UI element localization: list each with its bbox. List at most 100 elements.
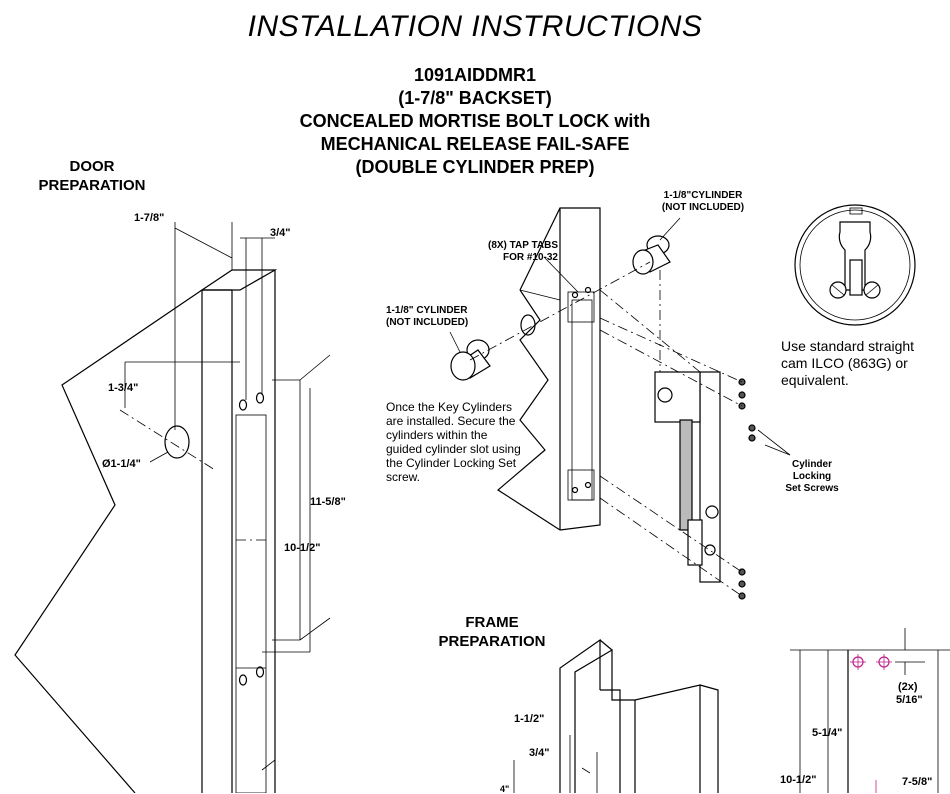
lock-faceplate [699,371,721,583]
align-line [599,289,701,373]
mortise-pocket [235,414,267,793]
strike-dim-ten-half: 10-1/2" [780,774,817,786]
door-prep-drawing [14,222,331,793]
model-number: 1091AIDDMR1 [413,65,537,85]
lock-lower-housing [687,519,703,566]
leader-cylinder-left [449,331,461,353]
lock-bolt [679,419,693,531]
dim-ext-line [299,354,331,381]
cam-screw-slot [831,284,845,296]
leader-set-screws [757,429,791,456]
page-title: INSTALLATION INSTRUCTIONS [247,10,703,43]
align-line [599,329,743,407]
faceplate-screw [738,592,746,600]
door-prep-heading-line2: PREPARATION [38,177,146,194]
align-line [599,317,743,383]
cam-notch [849,207,863,215]
dim-hole-diameter-label: Ø1-1/4" [102,458,141,470]
dim-three-quarter-label: 3/4" [270,227,291,239]
faceplate-screw [738,391,746,399]
assembly-cylinder-hole [520,314,536,336]
frame-dim-partial: 4" [500,784,510,794]
frame-prep-heading: FRAME PREPARATION [422,613,562,651]
tap-tabs-line1: (8X) TAP TABS [487,240,558,251]
cylinder-left-line1: 1-1/8" CYLINDER [386,305,468,316]
product-line-2: MECHANICAL RELEASE FAIL-SAFE [320,134,630,154]
leader-tap-tabs [544,257,579,293]
strike-dim-seven-five-eighths: 7-5/8" [902,776,933,788]
assembly-drawing [449,207,791,600]
dim-backset-label: 1-7/8" [134,212,165,224]
tap-hole [571,291,579,299]
assembly-tap-tab-bottom [567,469,595,501]
frame-prep-drawing [513,638,719,793]
set-screws-line2: Locking [792,471,832,482]
tap-hole [238,399,248,411]
strike-dim-five-quarter: 5-1/4" [812,727,843,739]
door-edge-top [200,269,278,291]
frame-top-edge [599,639,613,651]
install-note: Once the Key Cylinders are installed. Se… [386,400,521,484]
lock-lower-hole [704,544,716,556]
strike-dim-five-sixteenths: 5/16" [896,694,923,706]
cam-outer-ring [794,204,916,326]
dim-one-three-quarter-label: 1-3/4" [108,382,139,394]
cam-screw-slot [865,284,879,296]
frame-dim-three-quarter: 3/4" [529,747,550,759]
cylinder-left-front [450,351,476,381]
assembly-edge-top [519,289,561,301]
tap-hole [255,666,265,678]
frame-prep-heading-line2: PREPARATION [438,633,546,650]
cylinder-left-callout: 1-1/8" CYLINDER (NOT INCLUDED) [386,305,468,329]
dim-ten-half-label: 10-1/2" [284,542,321,554]
leader-hole-dia [149,451,169,463]
door-prep-heading-line1: DOOR [69,158,115,175]
strike-detail-drawing [790,628,950,793]
cylinder-hole [164,425,190,459]
lock-housing-hole [657,387,673,403]
tap-hole [571,486,579,494]
cam-inner-ring [799,209,911,321]
cylinder-top-callout: 1-1/8"CYLINDER (NOT INCLUDED) [652,190,754,214]
frame-outer [559,638,601,793]
door-prep-heading: DOOR PREPARATION [22,157,162,195]
set-screws-callout: Cylinder Locking Set Screws [778,459,846,495]
set-screw [748,434,756,442]
tap-tabs-callout: (8X) TAP TABS FOR #10-32 [448,240,558,264]
product-line-1: CONCEALED MORTISE BOLT LOCK with [299,111,651,131]
frame-dim-one-half: 1-1/2" [514,713,545,725]
backset-subtitle: (1-7/8" BACKSET) [398,88,552,108]
cam-note: Use standard straight cam ILCO (863G) or… [781,338,915,388]
leader-cylinder-top [659,217,681,241]
cylinder-left-line2: (NOT INCLUDED) [386,317,469,328]
set-screw [748,424,756,432]
dim-eleven-five-eighths-label: 11-5/8" [310,496,346,508]
product-line-3: (DOUBLE CYLINDER PREP) [355,157,595,177]
set-screws-line1: Cylinder [791,459,832,470]
set-screws-line3: Set Screws [785,483,839,494]
door-face-outline [14,289,203,793]
leader-set-screws [764,444,791,456]
align-line [599,475,743,573]
lock-release-knob [705,505,719,519]
faceplate-screw [738,580,746,588]
assembly-broken-edge [496,289,561,531]
cam-plug [849,259,863,296]
dim-backset-line [174,227,233,259]
strike-dim-two-x: (2x) [898,681,918,693]
cylinder-top-line1: 1-1/8"CYLINDER [663,190,743,201]
frame-return [699,684,719,793]
align-line [469,261,651,361]
dim-ext-line [299,617,331,641]
frame-profile [574,648,701,793]
tap-tabs-line2: FOR #10-32 [502,252,558,263]
frame-prep-heading-line1: FRAME [465,614,519,631]
align-line [599,497,743,597]
frame-stop [600,689,621,793]
dim-bottom-tick [261,759,276,771]
assembly-door-edge [519,207,601,531]
cylinder-top-front [632,249,654,275]
frame-dim-line [581,767,591,774]
cam-detail [794,204,916,326]
